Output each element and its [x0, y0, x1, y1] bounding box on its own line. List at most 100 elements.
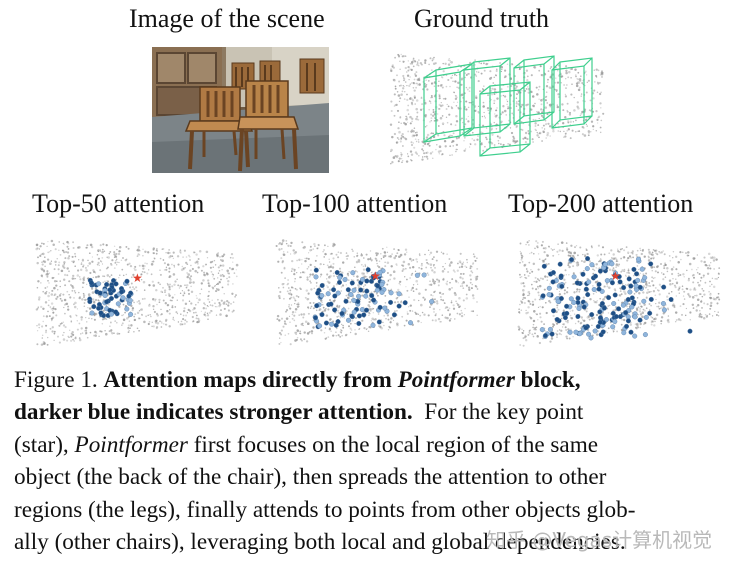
point-cloud-point — [449, 134, 452, 137]
point-cloud-point — [438, 95, 441, 98]
point-cloud-point — [672, 266, 675, 268]
point-cloud-point — [306, 276, 309, 279]
point-cloud-point — [602, 112, 605, 115]
point-cloud-point — [189, 259, 191, 261]
point-cloud-point — [62, 338, 66, 341]
point-cloud-point — [561, 103, 564, 106]
point-cloud-point — [598, 81, 601, 84]
attention-point — [639, 266, 645, 272]
point-cloud-point — [536, 313, 538, 316]
point-cloud-point — [647, 248, 650, 251]
point-cloud-point — [502, 105, 505, 108]
point-cloud-point — [101, 248, 104, 251]
point-cloud-point — [569, 137, 572, 140]
point-cloud-point — [549, 283, 551, 285]
point-cloud-point — [612, 267, 615, 269]
point-cloud-point — [448, 258, 451, 260]
attention-point — [421, 272, 427, 278]
point-cloud-point — [544, 119, 547, 122]
point-cloud-point — [60, 293, 62, 295]
point-cloud-point — [530, 269, 532, 271]
point-cloud-point — [436, 302, 439, 305]
point-cloud-point — [399, 116, 402, 119]
point-cloud-point — [49, 327, 52, 330]
point-cloud-point — [92, 269, 95, 272]
point-cloud-point — [191, 267, 194, 271]
point-cloud-point — [666, 267, 669, 270]
point-cloud-point — [503, 109, 507, 113]
point-cloud-point — [44, 331, 48, 334]
point-cloud-point — [549, 340, 552, 343]
point-cloud-point — [339, 335, 342, 338]
point-cloud-point — [575, 245, 578, 247]
point-cloud-point — [421, 262, 423, 265]
top50-attention-point-cloud: ★ — [35, 239, 239, 346]
attention-point — [617, 279, 623, 285]
point-cloud-point — [323, 256, 325, 258]
point-cloud-point — [525, 309, 527, 312]
point-cloud-point — [560, 241, 564, 244]
point-cloud-point — [304, 296, 307, 299]
point-cloud-point — [222, 274, 225, 278]
point-cloud-point — [556, 104, 559, 106]
point-cloud-point — [593, 89, 596, 92]
attention-point — [554, 316, 560, 322]
point-cloud-point — [127, 327, 129, 329]
point-cloud-point — [534, 102, 536, 105]
point-cloud-point — [428, 100, 431, 102]
point-cloud-point — [564, 95, 567, 98]
point-cloud-point — [425, 155, 428, 158]
point-cloud-point — [515, 93, 518, 95]
point-cloud-point — [390, 288, 393, 291]
point-cloud-point — [429, 152, 433, 155]
point-cloud-point — [98, 275, 100, 278]
point-cloud-point — [478, 62, 480, 64]
point-cloud-point — [212, 276, 214, 278]
key-point-star-icon: ★ — [132, 271, 143, 285]
point-cloud-point — [308, 331, 311, 333]
point-cloud-point — [660, 320, 663, 323]
point-cloud-point — [187, 254, 190, 257]
point-cloud-point — [420, 267, 423, 270]
point-cloud-point — [513, 137, 516, 140]
point-cloud-point — [37, 306, 39, 308]
point-cloud-point — [544, 275, 547, 278]
point-cloud-point — [43, 260, 47, 264]
point-cloud-point — [70, 320, 72, 322]
point-cloud-point — [277, 243, 280, 245]
point-cloud-point — [68, 294, 70, 296]
point-cloud-point — [437, 134, 440, 137]
point-cloud-point — [703, 302, 706, 305]
point-cloud-point — [490, 129, 493, 131]
attention-point — [634, 271, 640, 277]
attention-point — [120, 295, 126, 301]
attention-point — [583, 286, 589, 292]
point-cloud-point — [558, 290, 561, 293]
point-cloud-point — [597, 69, 600, 72]
point-cloud-point — [289, 245, 292, 247]
attention-point — [91, 304, 97, 310]
point-cloud-point — [350, 329, 353, 331]
point-cloud-point — [342, 324, 344, 327]
attention-point — [581, 304, 587, 310]
point-cloud-point — [627, 256, 630, 260]
point-cloud-point — [213, 277, 216, 280]
point-cloud-point — [639, 322, 642, 326]
attention-point — [356, 320, 362, 326]
point-cloud-point — [569, 124, 571, 126]
point-cloud-point — [193, 307, 196, 310]
point-cloud-point — [385, 318, 387, 320]
point-cloud-point — [408, 296, 410, 298]
point-cloud-point — [133, 330, 135, 333]
point-cloud-point — [442, 98, 445, 100]
point-cloud-point — [107, 256, 110, 259]
point-cloud-point — [526, 137, 529, 141]
point-cloud-point — [415, 131, 418, 134]
point-cloud-point — [493, 144, 496, 146]
point-cloud-point — [606, 331, 609, 334]
attention-point — [546, 292, 552, 298]
point-cloud-point — [293, 270, 296, 273]
point-cloud-point — [302, 313, 306, 316]
point-cloud-point — [168, 256, 171, 259]
point-cloud-point — [207, 282, 210, 285]
